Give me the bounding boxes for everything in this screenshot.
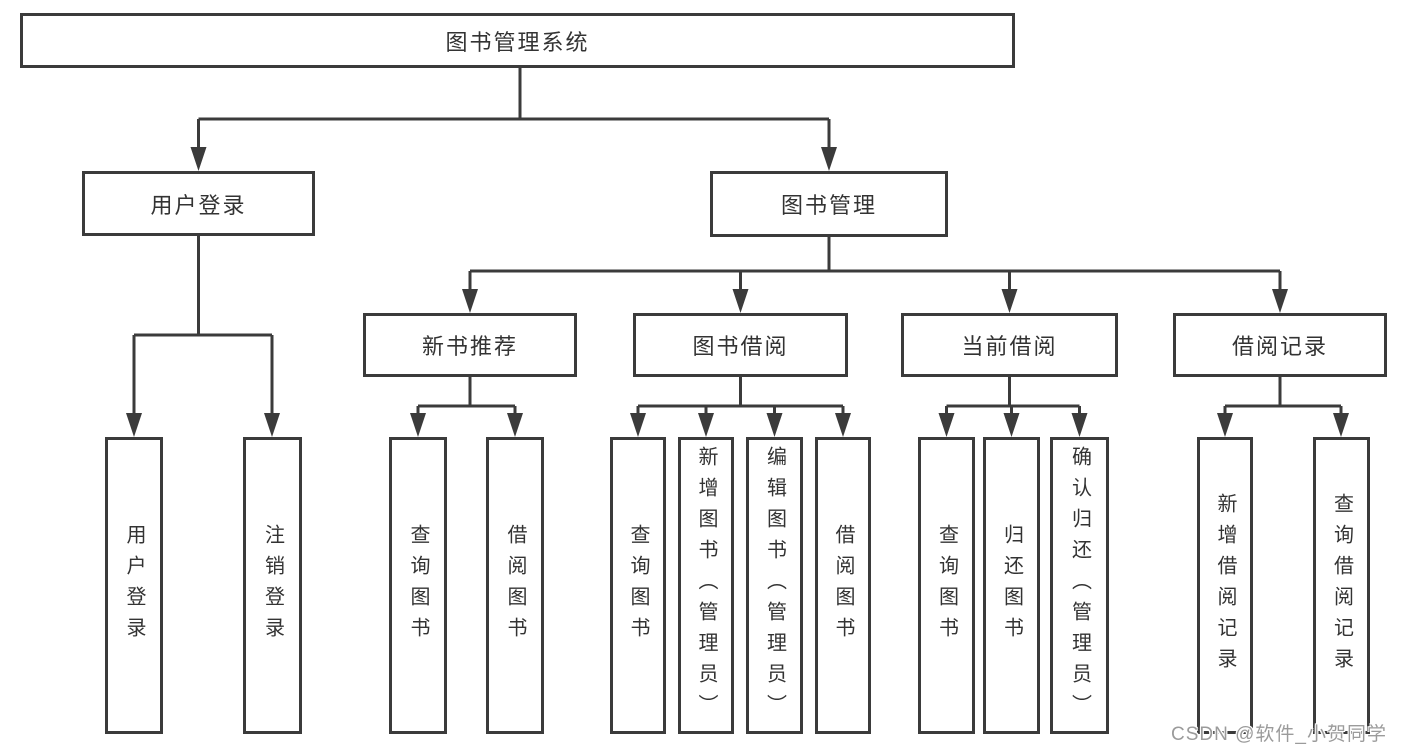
node-label: 确认归还（管理员） [1068,446,1091,725]
arrowhead [1272,289,1288,313]
leaf-query-book-recommend: 查询图书 [389,437,447,734]
connector-book-borrow [636,377,845,421]
leaf-add-borrow-record: 新增借阅记录 [1197,437,1253,734]
node-label: 借阅图书 [832,523,854,648]
node-current-borrowing: 当前借阅 [901,313,1118,377]
leaf-return-book: 归还图书 [983,437,1040,734]
node-label: 用户登录 [150,192,247,218]
node-book-borrowing: 图书借阅 [633,313,848,377]
arrowheads [126,147,1349,437]
node-label: 编辑图书（管理员） [763,446,786,725]
arrowhead [821,147,837,171]
connector-root [197,68,831,155]
arrowhead [835,413,851,437]
node-label: 图书管理系统 [445,29,590,55]
node-label: 查询图书 [627,523,649,648]
node-library-management-system: 图书管理系统 [20,13,1015,68]
leaf-query-book-borrow: 查询图书 [610,437,666,734]
leaf-query-borrow-record: 查询借阅记录 [1313,437,1370,734]
arrowhead [190,147,207,171]
node-label: 查询图书 [407,523,429,648]
leaf-add-book-admin: 新增图书（管理员） [678,437,734,734]
arrowhead [507,413,523,437]
node-label: 查询图书 [935,523,958,648]
node-label: 当前借阅 [961,334,1058,359]
leaf-borrow-book: 借阅图书 [815,437,871,734]
arrowhead [1071,413,1088,437]
leaf-edit-book-admin: 编辑图书（管理员） [746,437,803,734]
node-borrowing-records: 借阅记录 [1173,313,1387,377]
node-label: 图书借阅 [692,334,789,359]
node-label: 新增借阅记录 [1214,492,1236,679]
leaf-borrow-book-recommend: 借阅图书 [486,437,544,734]
arrowhead [410,413,426,437]
connector-borrow-record [1223,377,1343,421]
node-book-management: 图书管理 [710,171,948,237]
leaf-query-book-current: 查询图书 [918,437,975,734]
node-label: 图书管理 [780,193,877,218]
node-user-login: 用户登录 [82,171,315,236]
arrowhead [462,289,478,313]
node-label: 注销登录 [261,523,284,648]
leaf-user-login: 用户登录 [105,437,163,734]
node-new-book-recommend: 新书推荐 [363,313,577,377]
arrowhead [1003,413,1020,437]
connector-edges [132,68,1343,421]
arrowhead [126,413,142,437]
node-label: 借阅图书 [504,523,526,648]
arrowhead [1001,289,1018,313]
node-label: 借阅记录 [1231,334,1328,359]
connector-book-mgmt [468,237,1282,297]
arrowhead [698,413,714,437]
arrowhead [938,413,955,437]
arrowhead [264,413,280,437]
csdn-watermark: CSDN @软件_小贺同学 [1171,724,1387,745]
arrowhead [630,413,646,437]
node-label: 查询借阅记录 [1330,492,1353,679]
node-label: 用户登录 [123,523,145,648]
node-label: 新增图书（管理员） [695,446,717,725]
arrowhead [1333,413,1349,437]
node-label: 新书推荐 [421,334,518,359]
node-label: 归还图书 [1000,523,1023,648]
arrowhead [732,289,749,313]
arrowhead [1217,413,1233,437]
connector-user-login [132,236,274,421]
arrowhead [766,413,783,437]
leaf-confirm-return-admin: 确认归还（管理员） [1050,437,1109,734]
connector-new-book-rec [416,377,517,421]
leaf-logout: 注销登录 [243,437,302,734]
